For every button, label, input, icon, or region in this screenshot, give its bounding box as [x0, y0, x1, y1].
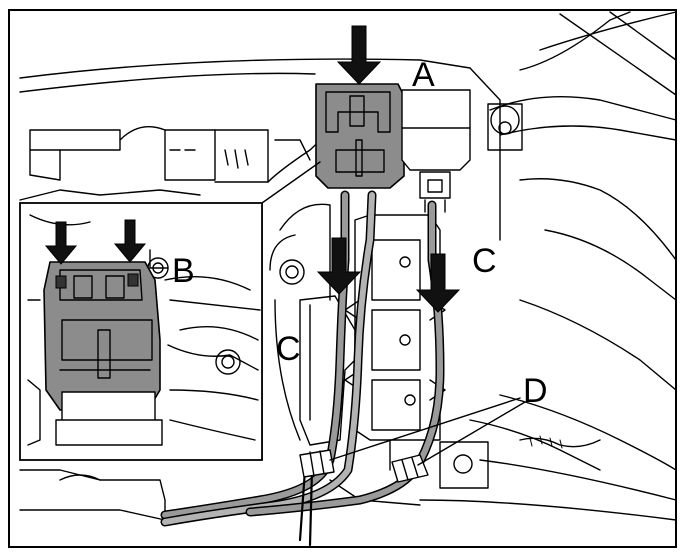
relay-a [315, 83, 405, 189]
clamp-d-right [391, 454, 429, 483]
down-arrow-icon [44, 221, 78, 265]
engine-bay-background [19, 11, 677, 521]
callout-b: B [172, 252, 195, 290]
callout-c-right: C [472, 242, 497, 280]
relay-white-neighbor [401, 89, 471, 213]
down-arrow-icon [113, 219, 147, 263]
callout-d: D [523, 372, 548, 410]
clamp-d-left [299, 449, 335, 478]
down-arrow-icon [316, 237, 362, 295]
down-arrow-icon [415, 253, 461, 313]
leader-lines-d [329, 397, 526, 466]
wire-harness [160, 190, 445, 547]
detail-inset-b [19, 161, 321, 461]
callout-c-left: C [276, 330, 301, 368]
callout-a: A [412, 56, 435, 94]
down-arrow-icon [336, 25, 382, 85]
